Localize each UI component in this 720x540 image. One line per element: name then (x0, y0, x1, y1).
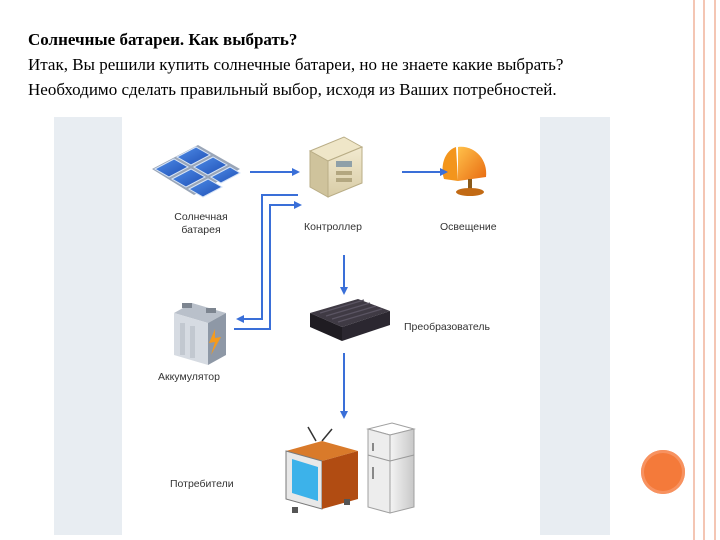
label-lighting: Освещение (440, 221, 497, 233)
diagram-canvas: Солнечная батарея Контроллер Освещение П… (122, 117, 540, 535)
flow-arrows (234, 168, 448, 419)
lamp-icon (442, 146, 487, 196)
inverter-icon (310, 299, 390, 341)
label-solar-panel: Солнечная батарея (156, 211, 246, 237)
decor-border-line (714, 0, 716, 540)
fridge-icon (366, 422, 416, 514)
arrow-controller-to-battery-link (236, 194, 298, 323)
label-consumers: Потребители (170, 478, 234, 490)
label-solar-line-2: батарея (181, 224, 221, 236)
tv-icon (285, 426, 358, 513)
label-solar-line-1: Солнечная (174, 211, 228, 223)
diagram-panel: Солнечная батарея Контроллер Освещение П… (54, 117, 610, 535)
decor-orange-circle (641, 450, 685, 494)
controller-icon (308, 136, 364, 198)
arrow-battery-to-controller-link (234, 201, 302, 330)
system-diagram (152, 136, 487, 514)
label-controller: Контроллер (304, 221, 362, 233)
solar-panel-icon (152, 145, 242, 198)
slide-title: Солнечные батареи. Как выбрать? (28, 30, 298, 49)
slide-heading: Солнечные батареи. Как выбрать? Итак, Вы… (28, 27, 678, 102)
intro-line-2: Необходимо сделать правильный выбор, исх… (28, 80, 557, 99)
label-battery: Аккумулятор (158, 371, 220, 383)
label-converter: Преобразователь (404, 321, 491, 333)
battery-icon (174, 303, 226, 365)
decor-border-line (693, 0, 695, 540)
intro-line-1: Итак, Вы решили купить солнечные батареи… (28, 55, 564, 74)
decor-border-line (703, 0, 705, 540)
